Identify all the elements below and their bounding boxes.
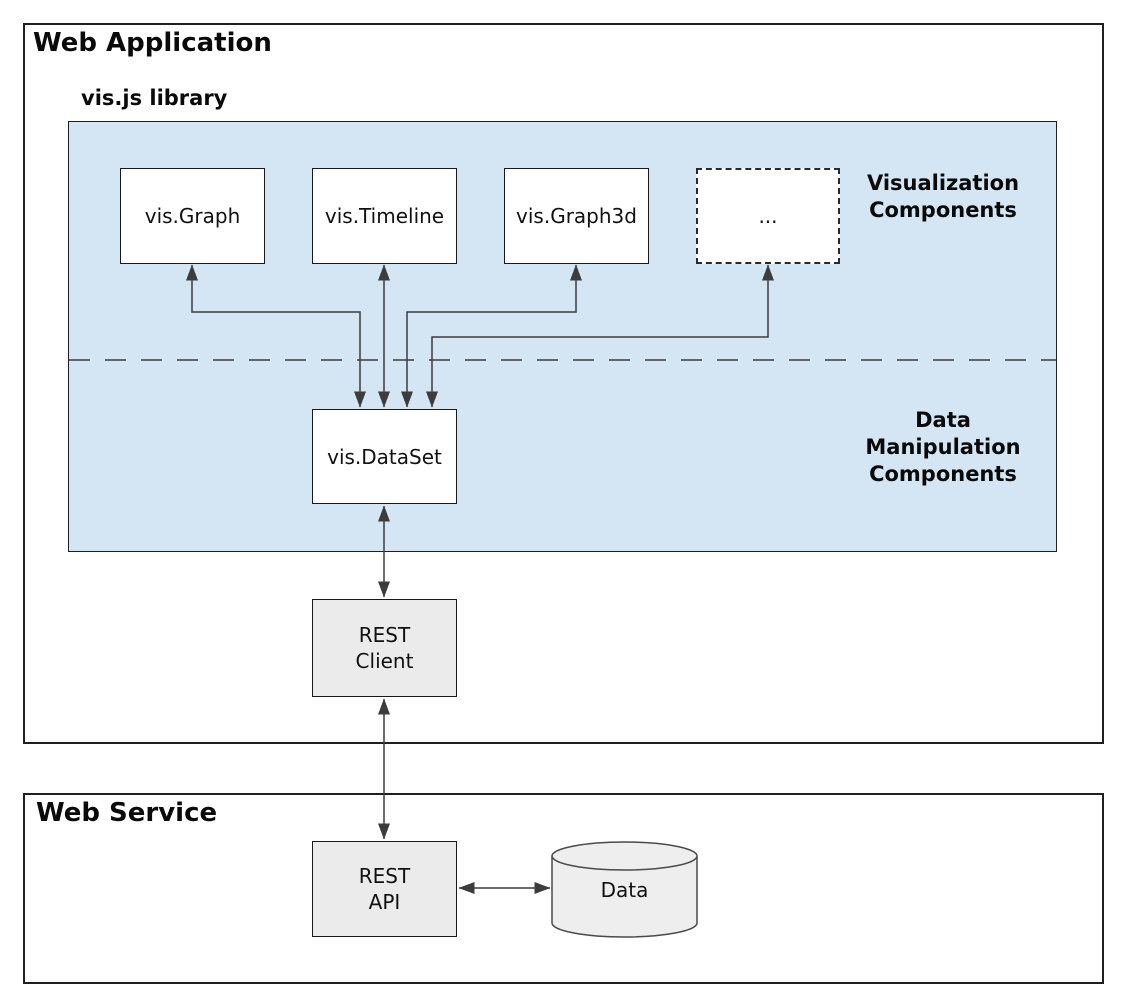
more-components-label: ...: [758, 204, 778, 228]
vis-graph3d-box: vis.Graph3d: [504, 168, 649, 264]
vis-graph-box: vis.Graph: [120, 168, 265, 264]
rest-client-label: REST Client: [355, 623, 414, 673]
vis-dataset-box: vis.DataSet: [312, 409, 457, 504]
web-application-title: Web Application: [33, 28, 272, 58]
vis-timeline-box: vis.Timeline: [312, 168, 457, 264]
vis-library-title: vis.js library: [81, 86, 228, 110]
web-application-box: [23, 23, 1104, 744]
data-store-label-wrap: Data: [552, 842, 697, 937]
visualization-components-label: Visualization Components: [866, 171, 1020, 222]
more-components-box: ...: [696, 168, 840, 264]
vis-graph-label: vis.Graph: [144, 204, 241, 228]
web-service-box: [23, 793, 1104, 984]
rest-client-box: REST Client: [312, 599, 457, 697]
database-cylinder-icon: [551, 841, 698, 938]
data-store-label: Data: [600, 877, 649, 902]
connector-graph-dataset: [186, 264, 366, 408]
rest-api-label: REST API: [358, 864, 411, 914]
rest-api-box: REST API: [312, 841, 457, 937]
vis-dataset-label: vis.DataSet: [327, 444, 442, 469]
web-service-title: Web Service: [36, 798, 218, 828]
data-manipulation-components-label: Data Manipulation Components: [865, 408, 1021, 486]
vis-timeline-label: vis.Timeline: [324, 204, 445, 228]
vis-graph3d-label: vis.Graph3d: [516, 204, 637, 228]
connector-ellipsis-dataset: [426, 264, 774, 408]
